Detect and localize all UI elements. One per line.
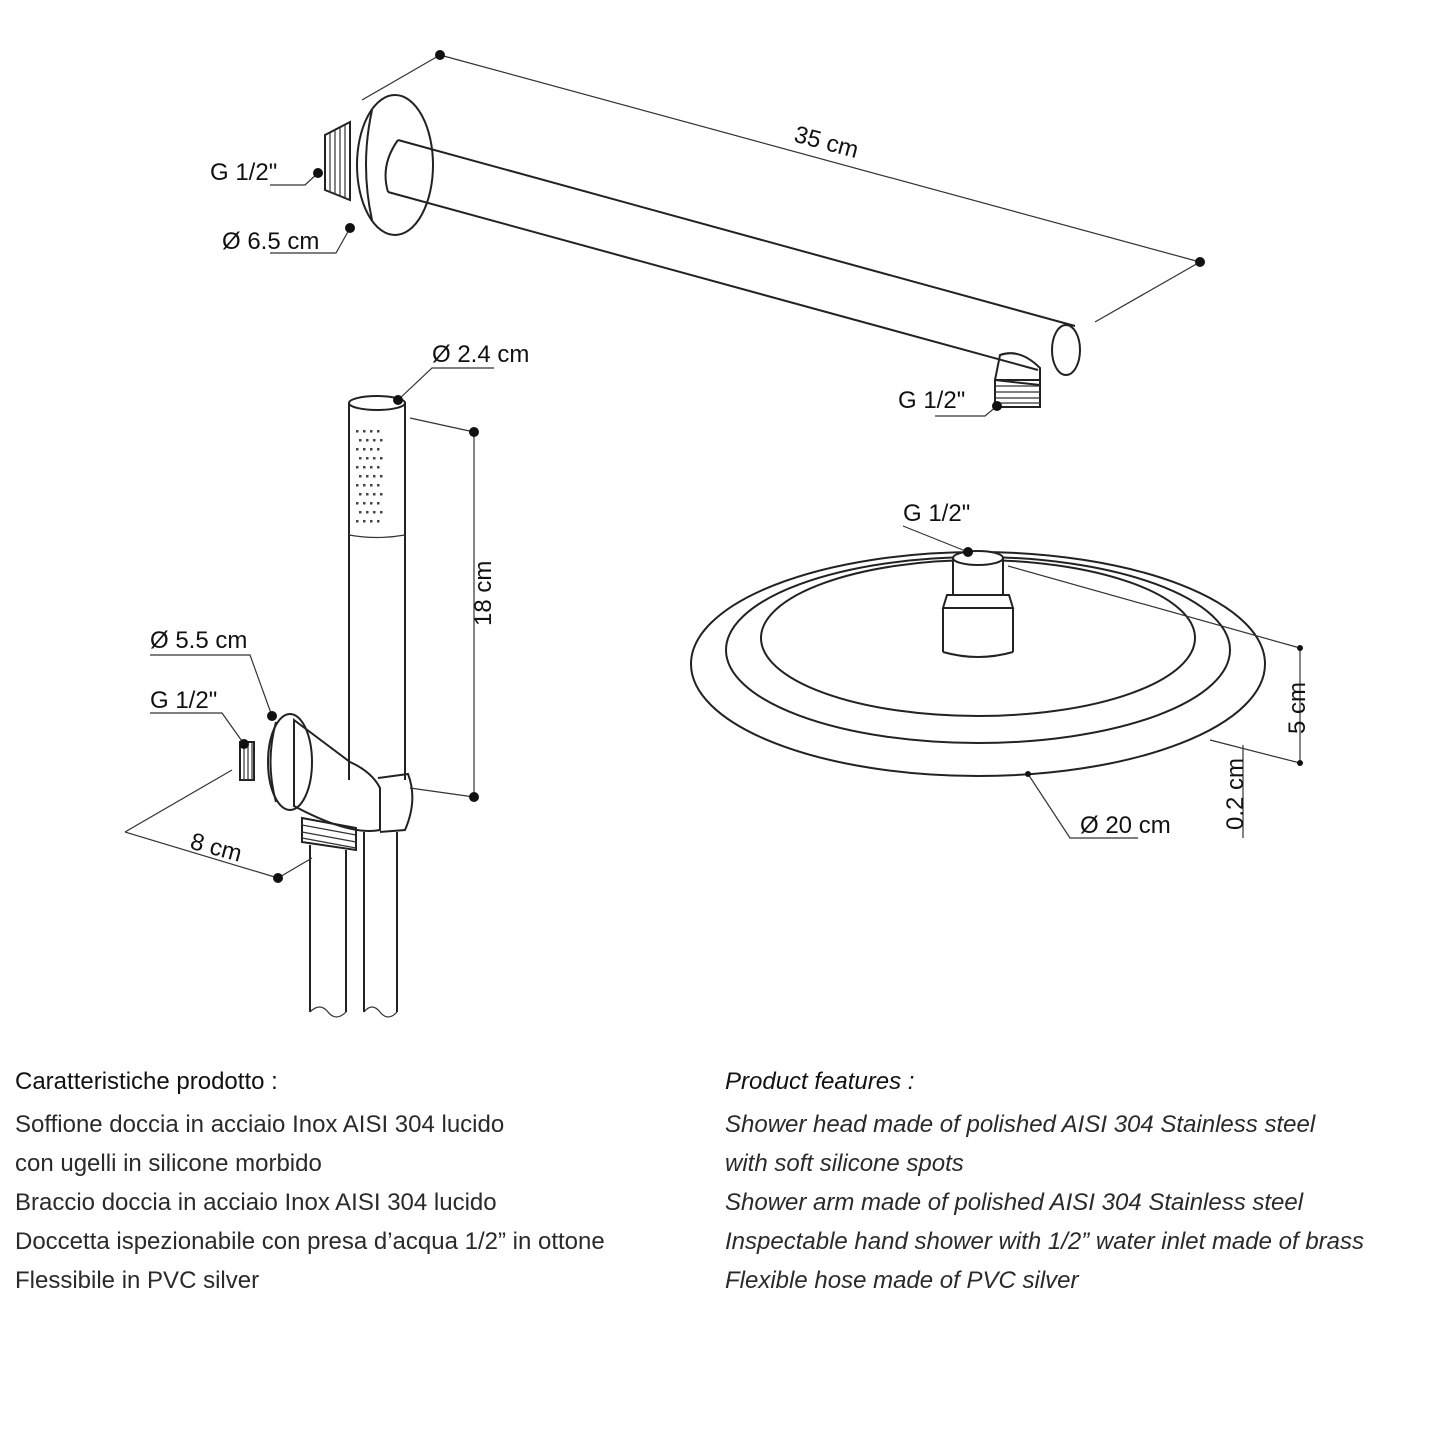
features-italian: Caratteristiche prodotto : Soffione docc… — [15, 1062, 605, 1300]
arm-length-dimension — [361, 50, 1205, 323]
nozzle-dot — [359, 457, 362, 460]
nozzle-dot — [363, 448, 366, 451]
nozzle-dot — [363, 520, 366, 523]
nozzle-dot — [356, 520, 359, 523]
nozzle-dot — [356, 430, 359, 433]
nozzle-dot — [366, 475, 369, 478]
nozzle-dot — [356, 466, 359, 469]
arm-wall-thread — [324, 120, 351, 202]
nozzle-dot — [363, 430, 366, 433]
head-inner-plate — [760, 559, 1196, 717]
nozzle-dot — [359, 511, 362, 514]
shower-arm-drawing: 35 cm G 1/2" Ø 6.5 cm G 1/2" — [210, 50, 1205, 417]
arm-length-label: 35 cm — [791, 121, 861, 164]
arm-tube-start — [384, 139, 399, 193]
features-en-line-5: Flexible hose made of PVC silver — [725, 1267, 1079, 1294]
holder-flange-diameter-label: Ø 5.5 cm — [150, 627, 247, 654]
features-en-heading: Product features : — [725, 1068, 915, 1095]
technical-drawing: 35 cm G 1/2" Ø 6.5 cm G 1/2" — [124, 50, 1311, 1018]
nozzle-dot — [373, 493, 376, 496]
features-it-heading: Caratteristiche prodotto : — [15, 1068, 278, 1095]
nozzle-dot — [380, 439, 383, 442]
arm-tube-end — [1051, 324, 1081, 376]
nozzle-dot — [377, 448, 380, 451]
nozzle-dot — [380, 493, 383, 496]
nozzle-dot — [356, 484, 359, 487]
nozzle-dot — [363, 466, 366, 469]
holder-thread-label: G 1/2" — [150, 687, 217, 714]
nozzle-dot — [373, 439, 376, 442]
features-english: Product features : Shower head made of p… — [725, 1062, 1364, 1300]
nozzle-dot — [377, 502, 380, 505]
features-en-line-1: Shower head made of polished AISI 304 St… — [725, 1111, 1316, 1138]
nozzle-dot — [363, 484, 366, 487]
nozzle-dot — [366, 457, 369, 460]
features-it-line-1: Soffione doccia in acciaio Inox AISI 304… — [15, 1111, 505, 1138]
arm-tube-bottom — [387, 191, 1039, 371]
arm-flange-diameter-label: Ø 6.5 cm — [222, 228, 319, 255]
holder-depth-label: 8 cm — [187, 828, 244, 868]
nozzle-dot — [377, 520, 380, 523]
nozzle-dot — [373, 475, 376, 478]
features-en-line-4: Inspectable hand shower with 1/2” water … — [725, 1228, 1365, 1255]
nozzle-dot — [380, 457, 383, 460]
features-it-line-5: Flessibile in PVC silver — [15, 1267, 260, 1294]
nozzle-dot — [359, 493, 362, 496]
holder-flange-edge — [269, 721, 277, 803]
head-height-dimension — [1007, 565, 1303, 766]
hand-shower-drawing: 18 cm Ø 2.4 cm Ø 5.5 cm G 1/2" 8 cm — [124, 341, 529, 1018]
hand-shower-length-dimension — [409, 417, 479, 802]
holder-clamp — [377, 772, 414, 833]
holder-body — [293, 718, 381, 832]
holder-wall-flange — [267, 713, 313, 811]
nozzle-dot — [366, 493, 369, 496]
nozzle-dot — [370, 466, 373, 469]
arm-flange-edge — [365, 109, 373, 221]
nozzle-dot — [377, 484, 380, 487]
nozzle-dot — [377, 430, 380, 433]
nozzle-dot — [373, 511, 376, 514]
arm-tube-top — [397, 139, 1076, 327]
nozzle-dot — [366, 439, 369, 442]
features-it-line-4: Doccetta ispezionabile con presa d’acqua… — [15, 1228, 605, 1255]
arm-wall-thread-label: G 1/2" — [210, 159, 277, 186]
nozzle-dot — [370, 448, 373, 451]
features-en-line-3: Shower arm made of polished AISI 304 Sta… — [725, 1189, 1304, 1216]
head-thickness-label: 0.2 cm — [1222, 758, 1249, 830]
nozzle-dot — [373, 457, 376, 460]
nozzle-dot — [366, 511, 369, 514]
arm-outlet-thread — [993, 352, 1041, 408]
arm-outlet-thread-label: G 1/2" — [898, 387, 965, 414]
hand-shower-nozzles — [356, 430, 383, 523]
head-diameter-label: Ø 20 cm — [1080, 812, 1171, 839]
features-en-line-2: with soft silicone spots — [725, 1150, 964, 1177]
nozzle-dot — [370, 430, 373, 433]
nozzle-dot — [356, 448, 359, 451]
flexible-hose — [309, 832, 398, 1018]
nozzle-dot — [359, 475, 362, 478]
nozzle-dot — [356, 502, 359, 505]
features-it-line-3: Braccio doccia in acciaio Inox AISI 304 … — [15, 1189, 497, 1216]
hand-shower-diameter-label: Ø 2.4 cm — [432, 341, 529, 368]
arm-wall-flange — [356, 94, 434, 236]
hand-shower-head-joint — [348, 534, 406, 539]
nozzle-dot — [359, 439, 362, 442]
head-thread-label: G 1/2" — [903, 500, 970, 527]
nozzle-dot — [380, 475, 383, 478]
shower-head-drawing: G 1/2" 5 cm 0.2 cm Ø 20 cm — [690, 500, 1311, 839]
nozzle-dot — [380, 511, 383, 514]
nozzle-dot — [363, 502, 366, 505]
nozzle-dot — [370, 520, 373, 523]
hand-shower-length-label: 18 cm — [470, 561, 497, 626]
holder-depth-dimension — [124, 769, 313, 883]
hose-connector — [301, 816, 357, 852]
nozzle-dot — [370, 502, 373, 505]
head-height-label: 5 cm — [1284, 682, 1311, 734]
nozzle-dot — [370, 484, 373, 487]
features-it-line-2: con ugelli in silicone morbido — [15, 1150, 322, 1177]
head-inlet-thread — [941, 550, 1015, 658]
nozzle-dot — [377, 466, 380, 469]
